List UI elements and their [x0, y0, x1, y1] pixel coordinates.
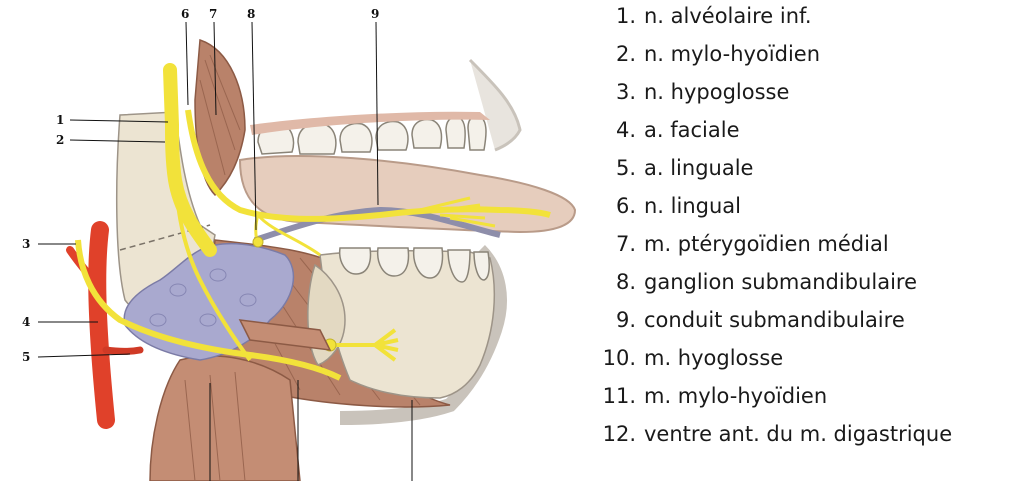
- callout-3: 3: [22, 237, 30, 251]
- inferior-alveolar-terminal: [330, 328, 399, 362]
- legend-item-12: 12. ventre ant. du m. digastrique: [590, 422, 1024, 458]
- legend-item-11: 11. m. mylo-hyoïdien: [590, 384, 1024, 420]
- callout-2: 2: [56, 133, 64, 147]
- legend-item-8: 8. ganglion submandibulaire: [590, 270, 1024, 306]
- callout-1: 1: [56, 113, 64, 127]
- submandibular-ganglion: [252, 236, 264, 248]
- legend-item-4: 4. a. faciale: [590, 118, 1024, 154]
- legend-num-8: 8.: [615, 270, 636, 294]
- legend-item-3: 3. n. hypoglosse: [590, 80, 1024, 116]
- legend-label-3: n. hypoglosse: [644, 80, 790, 104]
- legend-label-11: m. mylo-hyoïdien: [644, 384, 828, 408]
- legend-num-11: 11.: [602, 384, 636, 408]
- legend-num-7: 7.: [615, 232, 636, 256]
- legend-label-12: ventre ant. du m. digastrique: [644, 422, 953, 446]
- legend-item-2: 2. n. mylo-hyoïdien: [590, 42, 1024, 78]
- legend: 1.n. alvéolaire inf. 2.n. mylo-hyoïdien …: [590, 0, 1024, 481]
- callout-6: 6: [181, 7, 189, 21]
- lower-teeth: [338, 247, 490, 283]
- legend-label-5: a. linguale: [644, 156, 754, 180]
- legend-num-3: 3.: [615, 80, 636, 104]
- lingual-artery: [102, 346, 144, 355]
- legend-label-7: m. ptérygoïdien médial: [644, 232, 889, 256]
- gland-lobules: [149, 268, 257, 327]
- legend-num-9: 9.: [615, 308, 636, 332]
- mylohyoid-nerve: [173, 159, 252, 362]
- facial-artery: [88, 221, 115, 429]
- legend-label-6: n. lingual: [644, 194, 741, 218]
- legend-label-1: n. alvéolaire inf.: [644, 4, 812, 28]
- anatomy-illustration: 1 2 3 4 5 6 7 8 9: [22, 7, 577, 482]
- callout-4: 4: [22, 315, 30, 329]
- lingual-nerve-branches: [419, 196, 496, 228]
- tongue: [238, 155, 577, 234]
- mandible-cut-line: [119, 224, 211, 251]
- callout-9: 9: [371, 7, 379, 21]
- legend-num-6: 6.: [615, 194, 636, 218]
- upper-teeth: [257, 115, 487, 155]
- legend-item-7: 7. m. ptérygoïdien médial: [590, 232, 1024, 268]
- legend-label-10: m. hyoglosse: [644, 346, 784, 370]
- legend-label-8: ganglion submandibulaire: [644, 270, 917, 294]
- legend-num-12: 12.: [602, 422, 636, 446]
- hyoglossus-muscle: [149, 355, 301, 482]
- hyoglossus-fibers: [184, 371, 246, 482]
- hypoglossal-nerve: [75, 239, 342, 381]
- legend-num-5: 5.: [615, 156, 636, 180]
- lingual-nerve: [185, 109, 551, 222]
- legend-label-9: conduit submandibulaire: [644, 308, 905, 332]
- legend-item-6: 6. n. lingual: [590, 194, 1024, 230]
- digastric-muscle: [238, 319, 332, 351]
- legend-item-5: 5. a. linguale: [590, 156, 1024, 192]
- submandibular-duct: [254, 206, 501, 243]
- callout-lines: [37, 21, 413, 481]
- legend-num-4: 4.: [615, 118, 636, 142]
- upper-gum: [250, 111, 490, 135]
- callout-7: 7: [209, 7, 217, 21]
- anatomy-diagram: 1 2 3 4 5 6 7 8 9: [22, 7, 577, 482]
- legend-num-10: 10.: [602, 346, 636, 370]
- callout-8: 8: [247, 7, 255, 21]
- legend-item-10: 10. m. hyoglosse: [590, 346, 1024, 382]
- legend-num-1: 1.: [615, 4, 636, 28]
- legend-num-2: 2.: [615, 42, 636, 66]
- legend-label-4: a. faciale: [644, 118, 740, 142]
- upper-lip-outline: [468, 58, 522, 152]
- legend-item-9: 9. conduit submandibulaire: [590, 308, 1024, 344]
- legend-label-2: n. mylo-hyoïdien: [644, 42, 821, 66]
- legend-item-1: 1. n. alvéolaire inf.: [590, 4, 1024, 40]
- callout-5: 5: [22, 350, 30, 364]
